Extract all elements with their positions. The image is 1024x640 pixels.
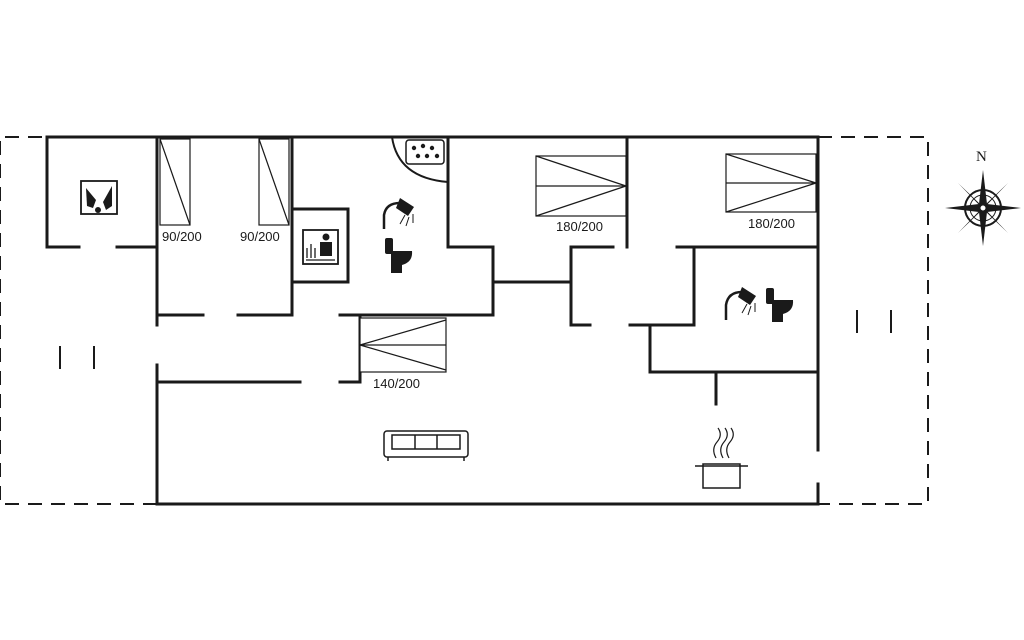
bed-90-a [159, 138, 191, 226]
bed-90-b [258, 138, 290, 226]
terrace-right [818, 136, 929, 505]
compass-icon [945, 170, 1021, 246]
hot-tub-icon [391, 136, 449, 183]
bed-label: 90/200 [162, 229, 202, 244]
sauna-icon [80, 180, 118, 215]
toilet-icon [766, 288, 794, 322]
bed-180-b [725, 153, 817, 213]
bed-180-a [535, 155, 627, 217]
bed-label: 180/200 [556, 219, 603, 234]
bed-label: 90/200 [240, 229, 280, 244]
outer-walls [155, 135, 820, 506]
bed-label: 140/200 [373, 376, 420, 391]
terrace-left [0, 136, 157, 505]
interior-walls [155, 135, 820, 406]
toilet-icon [385, 238, 413, 273]
cooking-pot-icon [695, 427, 748, 489]
bed-140 [359, 317, 447, 373]
bed-label: 180/200 [748, 216, 795, 231]
sauna-icon [302, 229, 339, 265]
annex-walls [45, 135, 159, 249]
compass-north-label: N [976, 149, 987, 165]
window-marker [856, 310, 892, 333]
window-marker [59, 346, 95, 369]
shower-icon [724, 287, 756, 320]
shower-icon [382, 198, 414, 229]
sofa-icon [383, 430, 469, 461]
